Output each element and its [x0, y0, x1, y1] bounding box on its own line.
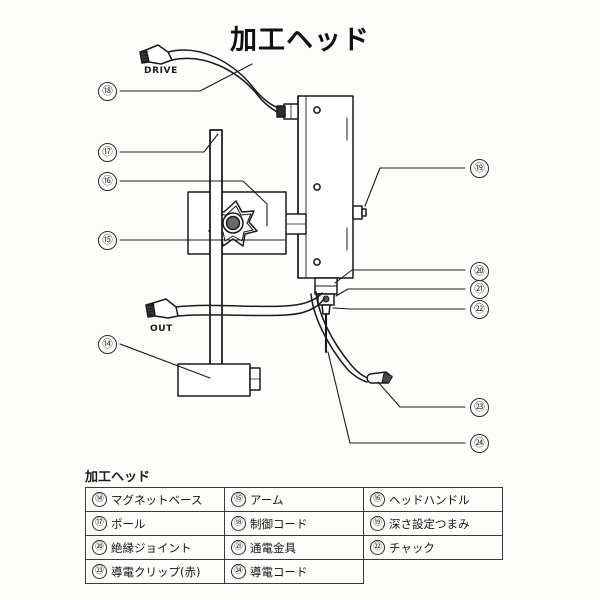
- out-connector-label: OUT: [150, 324, 173, 334]
- legend-number: ㉓: [92, 564, 107, 579]
- legend-label: 深さ設定つまみ: [389, 516, 470, 531]
- legend-number: ㉑: [231, 540, 246, 555]
- leader-lines-right: [327, 167, 466, 444]
- legend-cell-empty: [364, 560, 503, 584]
- magnet-base: [177, 363, 261, 397]
- callout-18: ⑱: [98, 82, 117, 101]
- chuck-assembly: [314, 277, 338, 354]
- legend-number: ⑱: [231, 516, 246, 531]
- callout-19: ⑲: [470, 159, 489, 178]
- callout-17: ⑰: [98, 143, 117, 162]
- table-row: ⑭ マグネットベース ⑮ アーム ⑯ ヘッドハンドル: [85, 487, 503, 512]
- legend-cell: ⑰ ポール: [85, 511, 225, 536]
- legend-label: 制御コード: [250, 516, 308, 531]
- legend-cell: ⑲ 深さ設定つまみ: [363, 511, 503, 536]
- legend-number: ⑯: [370, 492, 385, 507]
- legend-cell: ⑮ アーム: [224, 487, 364, 512]
- legend-heading: 加工ヘッド: [85, 470, 151, 485]
- legend-cell: ⑳ 絶縁ジョイント: [85, 535, 225, 560]
- legend-number: ⑮: [231, 492, 246, 507]
- processing-head-body: [297, 95, 354, 279]
- arm-bar: [284, 213, 307, 235]
- conductive-cord-out-cable: [145, 292, 325, 319]
- legend-label: 導電クリップ(赤): [111, 564, 201, 579]
- head-cable-connector: [276, 103, 299, 120]
- legend-number: ⑭: [92, 492, 107, 507]
- control-cord-drive-cable: [139, 44, 282, 115]
- parts-legend-table: ⑭ マグネットベース ⑮ アーム ⑯ ヘッドハンドル ⑰ ポール ⑱ 制御コード ⑲ 深さ設…: [85, 487, 503, 584]
- legend-number: ㉒: [370, 540, 385, 555]
- leader-lines-left: [119, 63, 286, 379]
- callout-14: ⑭: [98, 335, 117, 354]
- legend-label: ヘッドハンドル: [389, 492, 470, 507]
- callout-15: ⑮: [98, 231, 117, 250]
- legend-label: 導電コード: [250, 564, 308, 579]
- callout-21: ㉑: [470, 280, 489, 299]
- legend-label: ポール: [111, 516, 146, 531]
- table-row: ⑰ ポール ⑱ 制御コード ⑲ 深さ設定つまみ: [85, 511, 503, 536]
- legend-label: マグネットベース: [111, 492, 203, 507]
- callout-22: ㉒: [470, 300, 489, 319]
- legend-label: チャック: [389, 540, 435, 555]
- legend-label: 絶縁ジョイント: [111, 540, 192, 555]
- page-title: 加工ヘッド: [230, 25, 370, 56]
- legend-number: ⑳: [92, 540, 107, 555]
- pole: [209, 129, 223, 367]
- callout-24: ㉔: [470, 434, 489, 453]
- depth-setting-knob: [352, 205, 367, 220]
- legend-label: 通電金具: [250, 540, 296, 555]
- conductive-clip-cord: [310, 291, 393, 384]
- drive-connector-label: DRIVE: [144, 66, 178, 76]
- legend-number: ⑰: [92, 516, 107, 531]
- head-handle-clamp: [187, 191, 287, 255]
- legend-label: アーム: [250, 492, 284, 507]
- legend-cell: ⑱ 制御コード: [224, 511, 364, 536]
- callout-20: ⑳: [470, 262, 489, 281]
- legend-number: ㉔: [231, 564, 246, 579]
- callout-23: ㉓: [470, 398, 489, 417]
- callout-16: ⑯: [98, 172, 117, 191]
- legend-number: ⑲: [370, 516, 385, 531]
- legend-cell: ⑯ ヘッドハンドル: [363, 487, 503, 512]
- legend-cell: ⑭ マグネットベース: [85, 487, 225, 512]
